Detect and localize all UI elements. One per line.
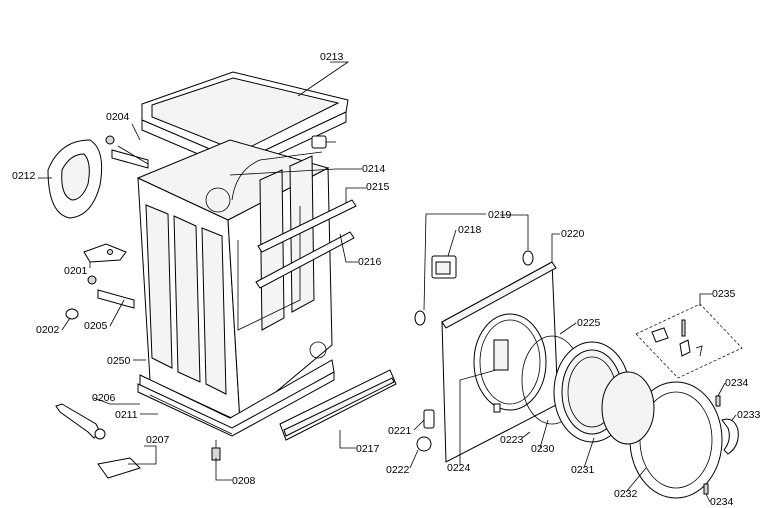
label-0233[interactable]: 0233 bbox=[737, 409, 761, 421]
part-0221[interactable] bbox=[423, 409, 435, 429]
label-0223[interactable]: 0223 bbox=[500, 434, 524, 446]
label-0218[interactable]: 0218 bbox=[458, 224, 482, 236]
knob-0202-part[interactable] bbox=[65, 308, 79, 320]
door-lock-0218-part[interactable] bbox=[431, 255, 457, 279]
label-0231[interactable]: 0231 bbox=[571, 464, 595, 476]
plate-0207-part[interactable] bbox=[97, 457, 141, 479]
leader-lines bbox=[38, 61, 737, 503]
bracket-0214-part[interactable] bbox=[311, 135, 336, 149]
cross-brace-lower-part[interactable] bbox=[255, 231, 355, 289]
label-0232[interactable]: 0232 bbox=[614, 488, 638, 500]
kick-plate-part[interactable] bbox=[279, 369, 397, 441]
wrench-0206-part[interactable] bbox=[55, 403, 106, 440]
base-plate-part[interactable] bbox=[137, 371, 335, 437]
door-handle-0233-part[interactable] bbox=[721, 418, 739, 455]
label-0217[interactable]: 0217 bbox=[356, 443, 380, 455]
front-panel-part[interactable] bbox=[441, 261, 559, 463]
spring-0205-part[interactable] bbox=[87, 275, 135, 309]
label-0204[interactable]: 0204 bbox=[106, 111, 130, 123]
clip-0219-part[interactable] bbox=[522, 250, 534, 266]
label-0222[interactable]: 0222 bbox=[386, 464, 410, 476]
label-0219[interactable]: 0219 bbox=[488, 209, 512, 221]
part-0222[interactable] bbox=[416, 436, 432, 452]
hinge-kit-0235-part[interactable] bbox=[635, 303, 743, 379]
clip-0219b-part[interactable] bbox=[414, 310, 426, 326]
rear-cover-plate-part[interactable] bbox=[47, 139, 103, 219]
label-0221[interactable]: 0221 bbox=[388, 425, 412, 437]
pin-0234a-part[interactable] bbox=[715, 395, 721, 407]
label-0212[interactable]: 0212 bbox=[12, 170, 36, 182]
cabinet-frame-part[interactable] bbox=[136, 139, 335, 431]
label-0250[interactable]: 0250 bbox=[107, 355, 131, 367]
label-0201[interactable]: 0201 bbox=[64, 265, 88, 277]
label-0215[interactable]: 0215 bbox=[366, 181, 390, 193]
label-0224[interactable]: 0224 bbox=[447, 462, 471, 474]
label-0220[interactable]: 0220 bbox=[561, 228, 585, 240]
label-0208[interactable]: 0208 bbox=[232, 475, 256, 487]
label-0225[interactable]: 0225 bbox=[577, 317, 601, 329]
label-0230[interactable]: 0230 bbox=[531, 443, 555, 455]
label-0235[interactable]: 0235 bbox=[712, 288, 736, 300]
clip-0201-part[interactable] bbox=[83, 243, 127, 263]
label-0234-top[interactable]: 0234 bbox=[725, 377, 749, 389]
label-0207[interactable]: 0207 bbox=[146, 434, 170, 446]
label-0205[interactable]: 0205 bbox=[84, 320, 108, 332]
label-0211[interactable]: 0211 bbox=[115, 409, 138, 421]
label-0234-bottom[interactable]: 0234 bbox=[710, 496, 734, 508]
label-0216[interactable]: 0216 bbox=[358, 256, 382, 268]
spring-0204-part[interactable] bbox=[105, 135, 149, 169]
cross-brace-upper-part[interactable] bbox=[257, 199, 357, 253]
label-0206[interactable]: 0206 bbox=[92, 392, 116, 404]
door-outer-frame-0232-part[interactable] bbox=[601, 371, 723, 499]
label-0214[interactable]: 0214 bbox=[362, 163, 386, 175]
foot-0208-part[interactable] bbox=[211, 440, 221, 461]
pin-0234b-part[interactable] bbox=[703, 483, 709, 495]
label-0202[interactable]: 0202 bbox=[36, 324, 60, 336]
label-0213[interactable]: 0213 bbox=[320, 51, 344, 63]
